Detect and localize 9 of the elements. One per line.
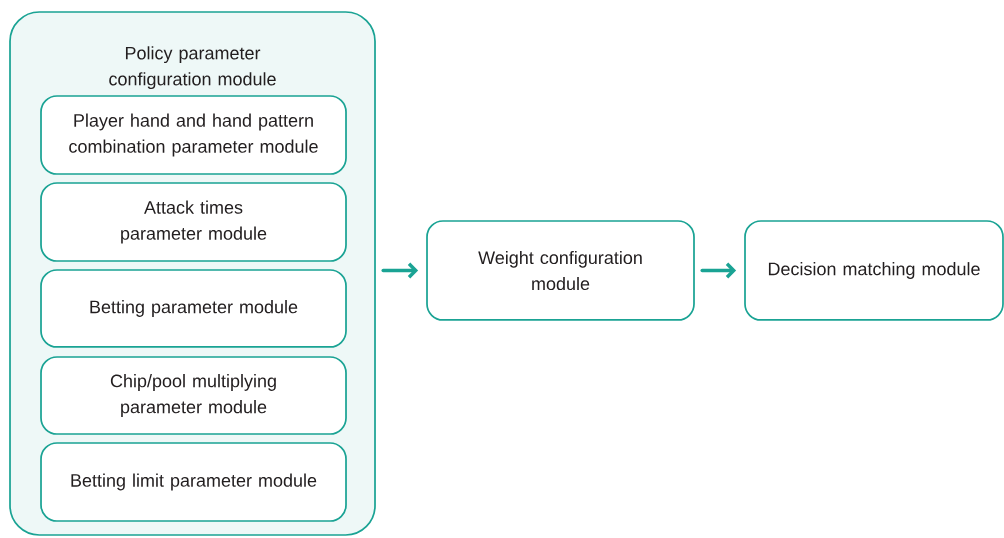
module-box: Attack times parameter module <box>40 182 347 262</box>
module-box: Weight configuration module <box>426 220 695 321</box>
module-box: Betting limit parameter module <box>40 442 347 522</box>
module-box: Decision matching module <box>744 220 1004 321</box>
module-box: Player hand and hand pattern combination parameter module <box>40 95 347 175</box>
module-box: Chip/pool multiplying parameter module <box>40 356 347 435</box>
arrow <box>700 262 737 279</box>
module-box: Betting parameter module <box>40 269 347 348</box>
arrow <box>381 262 419 279</box>
